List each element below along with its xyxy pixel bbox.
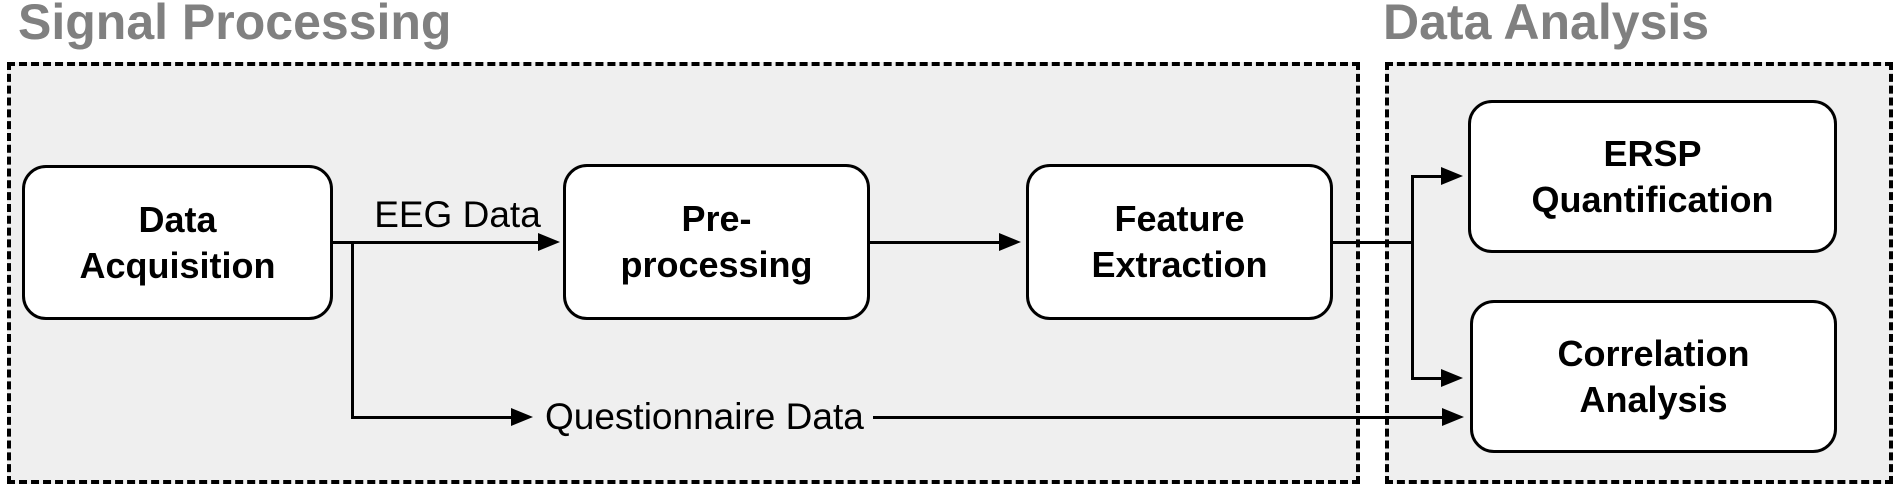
questionnaire-connector-line-left bbox=[351, 416, 511, 419]
feature-output-line bbox=[1333, 241, 1414, 244]
ersp-quantification-node: ERSP Quantification bbox=[1468, 100, 1837, 253]
correlation-analysis-node: Correlation Analysis bbox=[1470, 300, 1837, 453]
feature-extraction-node: Feature Extraction bbox=[1026, 164, 1333, 320]
fork-to-correlation-line bbox=[1411, 377, 1441, 380]
fork-to-ersp-arrowhead-icon bbox=[1441, 167, 1463, 185]
questionnaire-arrowhead-icon bbox=[511, 408, 533, 426]
data-analysis-title: Data Analysis bbox=[1383, 0, 1710, 50]
fork-to-correlation-arrowhead-icon bbox=[1441, 369, 1463, 387]
fork-vertical-line bbox=[1411, 175, 1414, 380]
fork-to-ersp-line bbox=[1411, 175, 1441, 178]
preprocessing-to-feature-arrowhead-icon bbox=[999, 233, 1021, 251]
questionnaire-connector-line-right bbox=[873, 416, 1442, 419]
preprocessing-to-feature-line bbox=[870, 241, 999, 244]
eeg-data-edge-label: EEG Data bbox=[374, 194, 541, 235]
eeg-connector-line bbox=[333, 241, 540, 244]
questionnaire-data-edge-label: Questionnaire Data bbox=[545, 396, 864, 437]
questionnaire-to-correlation-arrowhead-icon bbox=[1442, 408, 1464, 426]
questionnaire-branch-vertical-line bbox=[351, 241, 354, 418]
eeg-arrowhead-icon bbox=[538, 233, 560, 251]
signal-processing-title: Signal Processing bbox=[18, 0, 452, 50]
preprocessing-node: Pre- processing bbox=[563, 164, 870, 320]
data-acquisition-node: Data Acquisition bbox=[22, 165, 333, 320]
